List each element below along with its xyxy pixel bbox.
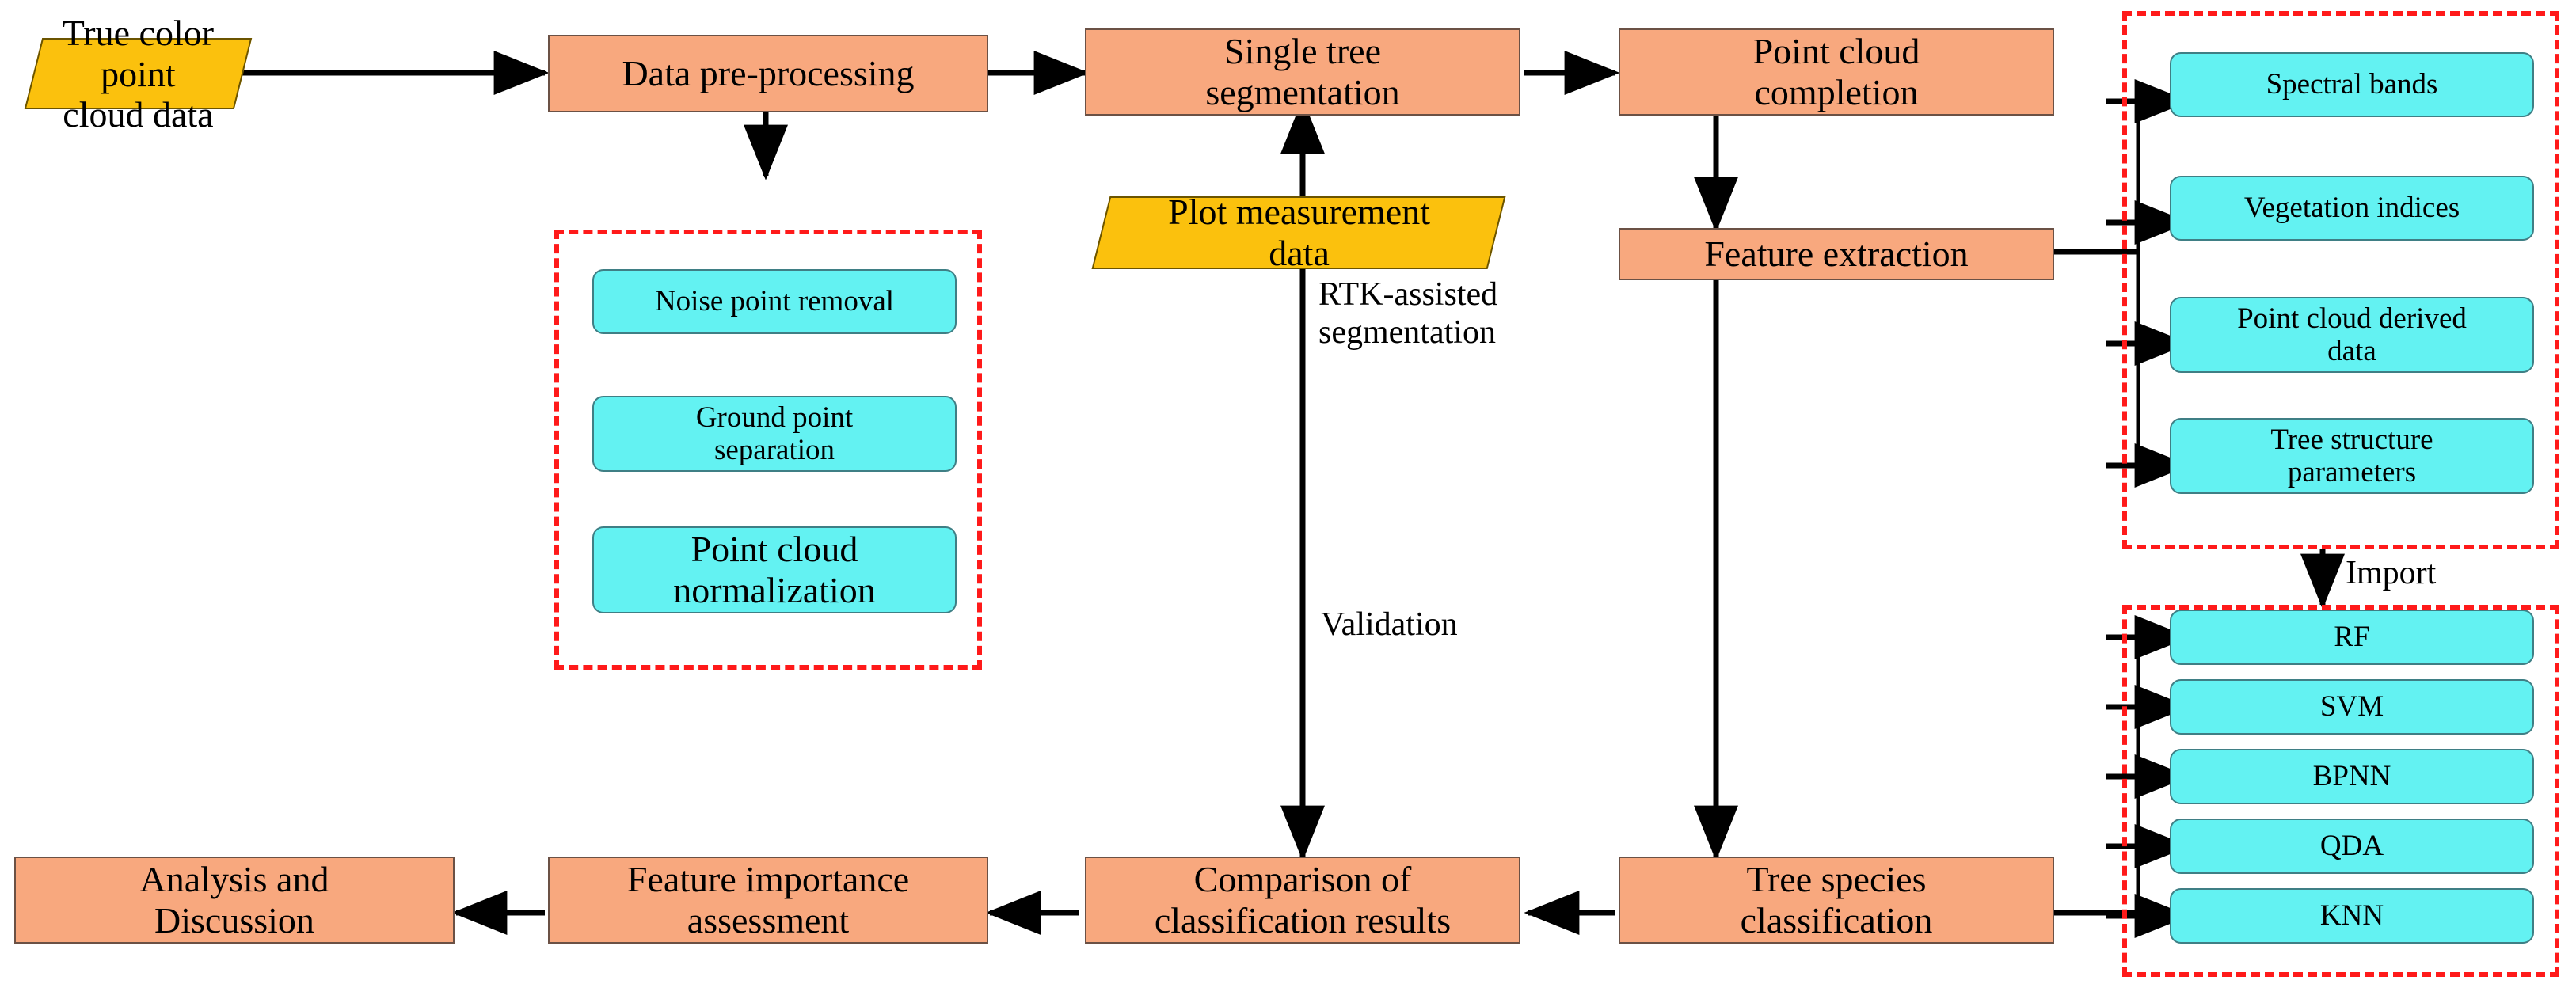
sub-point-cloud-normalization-label: Point cloud normalization [673,529,876,610]
node-data-preprocessing[interactable]: Data pre-processing [548,35,988,112]
sub-point-cloud-derived-data-label: Point cloud derived data [2237,302,2467,367]
node-single-tree-segmentation[interactable]: Single tree segmentation [1085,28,1520,116]
classifier-group-frame [2122,605,2559,977]
sub-bpnn-label: BPNN [2312,760,2391,793]
node-plot-measurement-data-label: Plot measurement data [1167,192,1430,273]
sub-qda-label: QDA [2319,830,2384,863]
edge-label-import: Import [2346,555,2437,591]
sub-knn-label: KNN [2319,899,2384,933]
sub-svm-label: SVM [2319,690,2384,724]
node-analysis-and-discussion-label: Analysis and Discussion [139,859,329,940]
sub-ground-point-separation[interactable]: Ground point separation [592,396,957,472]
node-true-color-point-cloud-data-label: True color point cloud data [62,12,215,135]
node-feature-importance-assessment-label: Feature importance assessment [626,859,910,940]
sub-spectral-bands[interactable]: Spectral bands [2170,52,2534,117]
sub-point-cloud-derived-data[interactable]: Point cloud derived data [2170,297,2534,373]
sub-svm[interactable]: SVM [2170,679,2534,735]
node-point-cloud-completion[interactable]: Point cloud completion [1619,28,2054,116]
feature-group-frame [2122,11,2559,549]
sub-tree-structure-parameters[interactable]: Tree structure parameters [2170,418,2534,494]
node-feature-extraction-label: Feature extraction [1704,234,1969,275]
node-comparison-of-classification-results-label: Comparison of classification results [1154,859,1452,940]
sub-qda[interactable]: QDA [2170,819,2534,874]
node-feature-extraction[interactable]: Feature extraction [1619,228,2054,280]
node-point-cloud-completion-label: Point cloud completion [1752,31,1920,112]
sub-noise-point-removal-label: Noise point removal [654,285,895,318]
sub-point-cloud-normalization[interactable]: Point cloud normalization [592,526,957,613]
node-analysis-and-discussion[interactable]: Analysis and Discussion [14,857,455,944]
sub-bpnn[interactable]: BPNN [2170,749,2534,804]
sub-tree-structure-parameters-label: Tree structure parameters [2270,423,2433,488]
preprocessing-group-frame [554,230,982,670]
node-true-color-point-cloud-data[interactable]: True color point cloud data [24,13,253,135]
node-single-tree-segmentation-label: Single tree segmentation [1205,31,1400,112]
sub-vegetation-indices[interactable]: Vegetation indices [2170,176,2534,241]
sub-noise-point-removal[interactable]: Noise point removal [592,269,957,334]
sub-rf-label: RF [2334,621,2370,654]
node-comparison-of-classification-results[interactable]: Comparison of classification results [1085,857,1520,944]
node-tree-species-classification[interactable]: Tree species classification [1619,857,2054,944]
sub-vegetation-indices-label: Vegetation indices [2243,192,2460,225]
edge-label-rtk-assisted-segmentation: RTK-assisted segmentation [1318,276,1498,351]
sub-rf[interactable]: RF [2170,610,2534,665]
node-data-preprocessing-label: Data pre-processing [622,53,915,94]
node-feature-importance-assessment[interactable]: Feature importance assessment [548,857,988,944]
node-plot-measurement-data[interactable]: Plot measurement data [1091,192,1506,273]
node-tree-species-classification-label: Tree species classification [1740,859,1933,940]
sub-knn[interactable]: KNN [2170,888,2534,944]
sub-spectral-bands-label: Spectral bands [2266,68,2438,101]
sub-ground-point-separation-label: Ground point separation [695,401,854,466]
edge-label-validation: Validation [1321,606,1458,643]
